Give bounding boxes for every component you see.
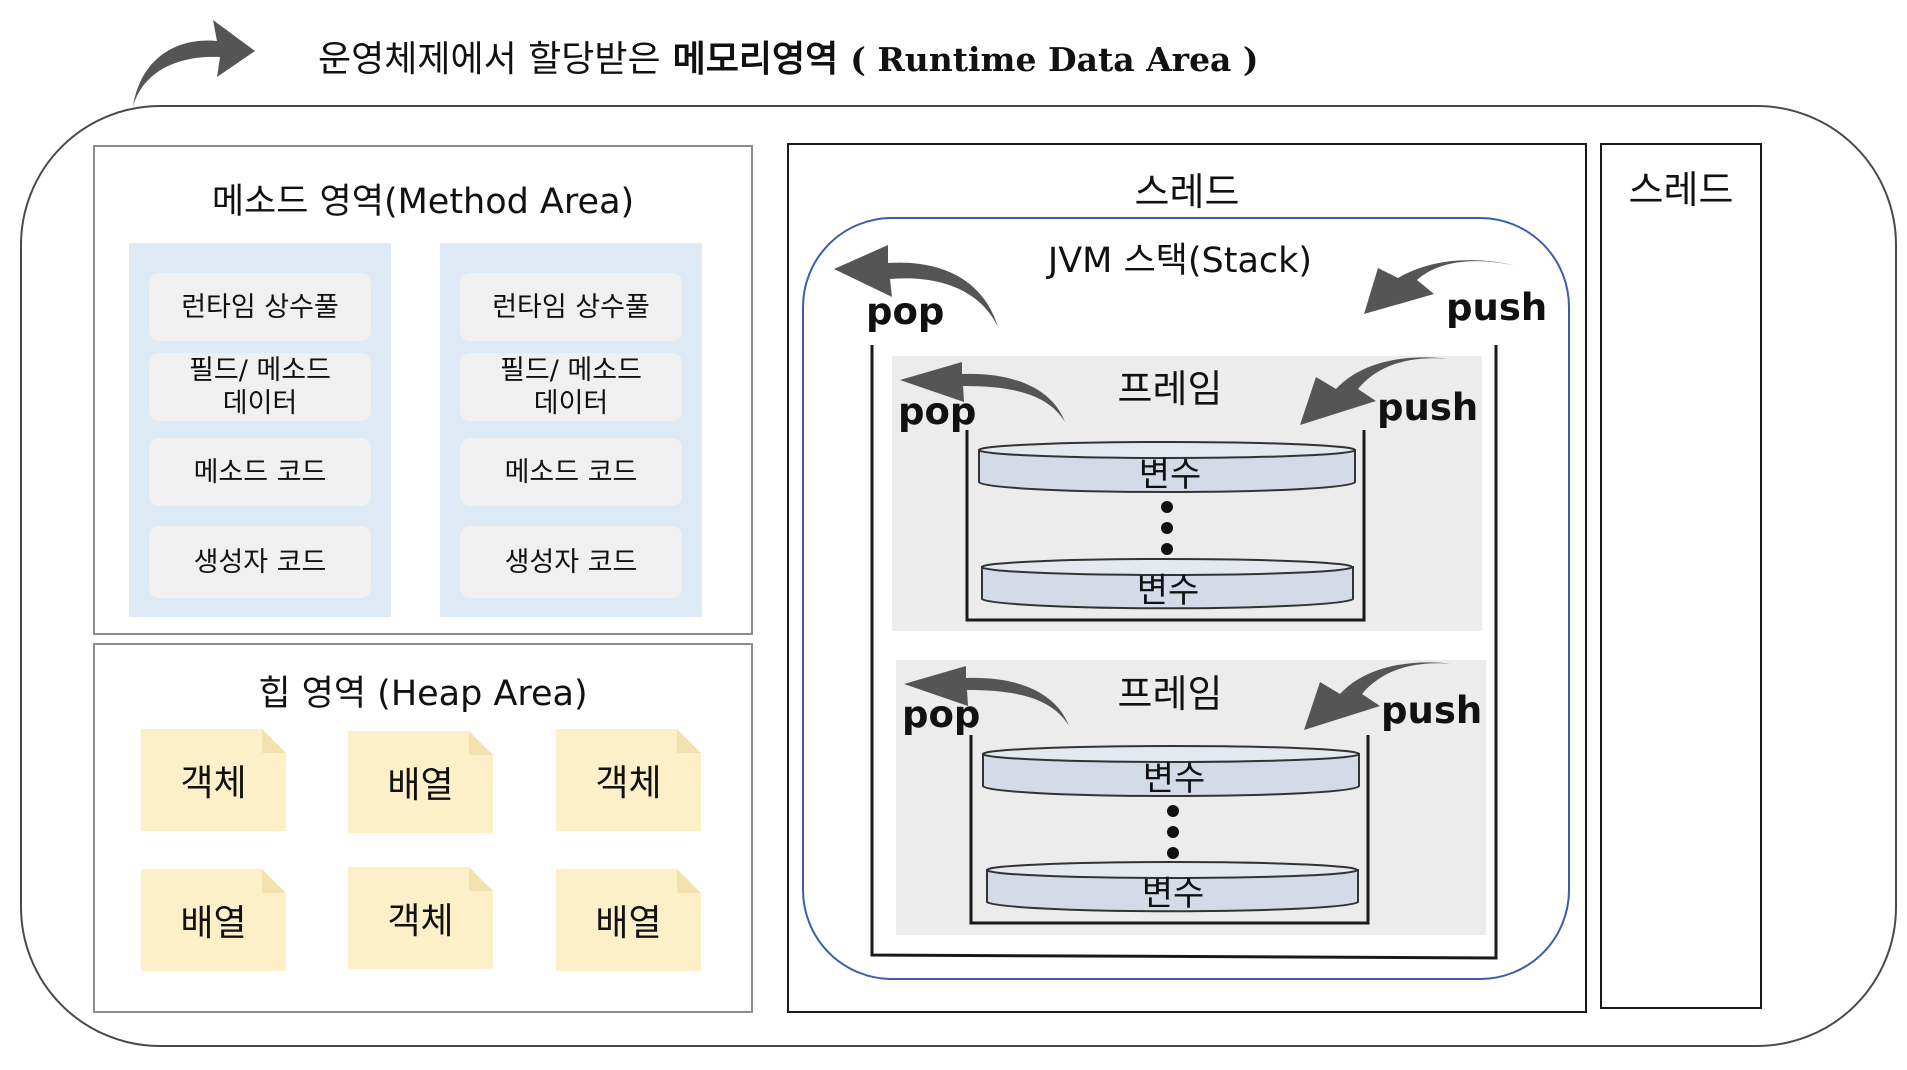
note-fold — [262, 729, 286, 753]
pop-arrow-icon — [834, 245, 998, 327]
ellipsis-dots-icon — [1167, 805, 1179, 859]
note-fold — [677, 869, 701, 893]
heap-array-label: 배열 — [595, 903, 662, 944]
variable-label: 변수 — [1141, 873, 1205, 914]
frame-2-push-label: push — [1381, 689, 1483, 732]
method-item-field-method-data: 필드/ 메소드 데이터 — [149, 353, 371, 421]
frame-1-label: 프레임 — [1117, 366, 1223, 411]
method-item-runtime-constant-pool: 런타임 상수풀 — [460, 273, 682, 341]
heap-object-label: 객체 — [180, 763, 247, 804]
title-korean-bold: 메모리영역 — [672, 39, 839, 80]
jvm-stack-push-label: push — [1446, 286, 1548, 329]
method-area-panel: 메소드 영역(Method Area) 런타임 상수풀 필드/ 메소드 데이터 … — [93, 145, 753, 635]
method-item-field-method-data: 필드/ 메소드 데이터 — [460, 353, 682, 421]
diagram-title: 운영체제에서 할당받은 메모리영역 ( Runtime Data Area ) — [318, 30, 1259, 82]
method-area-title: 메소드 영역(Method Area) — [211, 181, 635, 222]
frame-1-bucket — [965, 430, 1366, 622]
variable-disk-icon — [986, 861, 1359, 913]
method-item-field-method-data-line1: 필드/ 메소드 — [500, 355, 642, 386]
method-column-2: 런타임 상수풀 필드/ 메소드 데이터 메소드 코드 생성자 코드 — [440, 243, 702, 617]
push-arrow-icon — [1304, 662, 1454, 730]
jvm-stack — [802, 217, 1570, 980]
frame-1-pop-label: pop — [898, 390, 977, 433]
variable-disk-icon — [978, 441, 1356, 493]
heap-array: 배열 — [556, 869, 701, 971]
push-arrow-icon — [1300, 357, 1450, 425]
frame-2-label: 프레임 — [1117, 671, 1223, 716]
method-item-field-method-data-line1: 필드/ 메소드 — [189, 355, 331, 386]
method-item-method-code: 메소드 코드 — [149, 438, 371, 506]
heap-area-panel: 힙 영역 (Heap Area) 객체 배열 객체 배열 객체 배열 — [93, 643, 753, 1013]
ellipsis-dots-icon — [1161, 501, 1173, 555]
heap-array-label: 배열 — [180, 903, 247, 944]
heap-object-label: 객체 — [595, 763, 662, 804]
method-item-field-method-data-line2: 데이터 — [222, 388, 298, 419]
note-fold — [469, 867, 493, 891]
variable-label: 변수 — [1136, 570, 1200, 611]
thread-main-title: 스레드 — [1134, 170, 1240, 214]
heap-object: 객체 — [348, 867, 493, 969]
jvm-stack-bucket — [870, 345, 1498, 960]
pop-arrow-icon — [900, 362, 1065, 422]
method-column-1: 런타임 상수풀 필드/ 메소드 데이터 메소드 코드 생성자 코드 — [129, 243, 391, 617]
heap-area-title: 힙 영역 (Heap Area) — [258, 673, 588, 714]
frame-2-bucket — [969, 735, 1370, 925]
jvm-stack-title: JVM 스택(Stack) — [1047, 240, 1313, 281]
frame-2-pop-label: pop — [902, 693, 981, 736]
jvm-stack-pop-label: pop — [866, 290, 945, 333]
runtime-data-area-container — [20, 105, 1897, 1047]
pop-arrow-icon — [904, 666, 1069, 726]
note-fold — [469, 731, 493, 755]
method-item-runtime-constant-pool: 런타임 상수풀 — [149, 273, 371, 341]
note-fold — [262, 869, 286, 893]
frame-1-push-label: push — [1377, 386, 1479, 429]
heap-object-label: 객체 — [387, 901, 454, 942]
heap-object: 객체 — [141, 729, 286, 831]
variable-disk-icon — [981, 558, 1354, 610]
method-item-constructor-code: 생성자 코드 — [460, 526, 682, 598]
variable-disk-icon — [982, 745, 1360, 797]
thread-second: 스레드 — [1600, 143, 1762, 1009]
push-arrow-icon — [1364, 260, 1517, 314]
heap-array: 배열 — [141, 869, 286, 971]
heap-array-label: 배열 — [387, 765, 454, 806]
heap-array: 배열 — [348, 731, 493, 833]
heap-object: 객체 — [556, 729, 701, 831]
curved-arrow-icon — [133, 20, 255, 107]
variable-label: 변수 — [1142, 758, 1206, 799]
method-item-field-method-data-line2: 데이터 — [533, 388, 609, 419]
variable-label: 변수 — [1138, 454, 1202, 495]
method-item-constructor-code: 생성자 코드 — [149, 526, 371, 598]
thread-second-title: 스레드 — [1628, 168, 1734, 212]
method-item-method-code: 메소드 코드 — [460, 438, 682, 506]
title-english: ( Runtime Data Area ) — [850, 40, 1259, 79]
note-fold — [677, 729, 701, 753]
title-korean-prefix: 운영체제에서 할당받은 — [318, 39, 661, 80]
